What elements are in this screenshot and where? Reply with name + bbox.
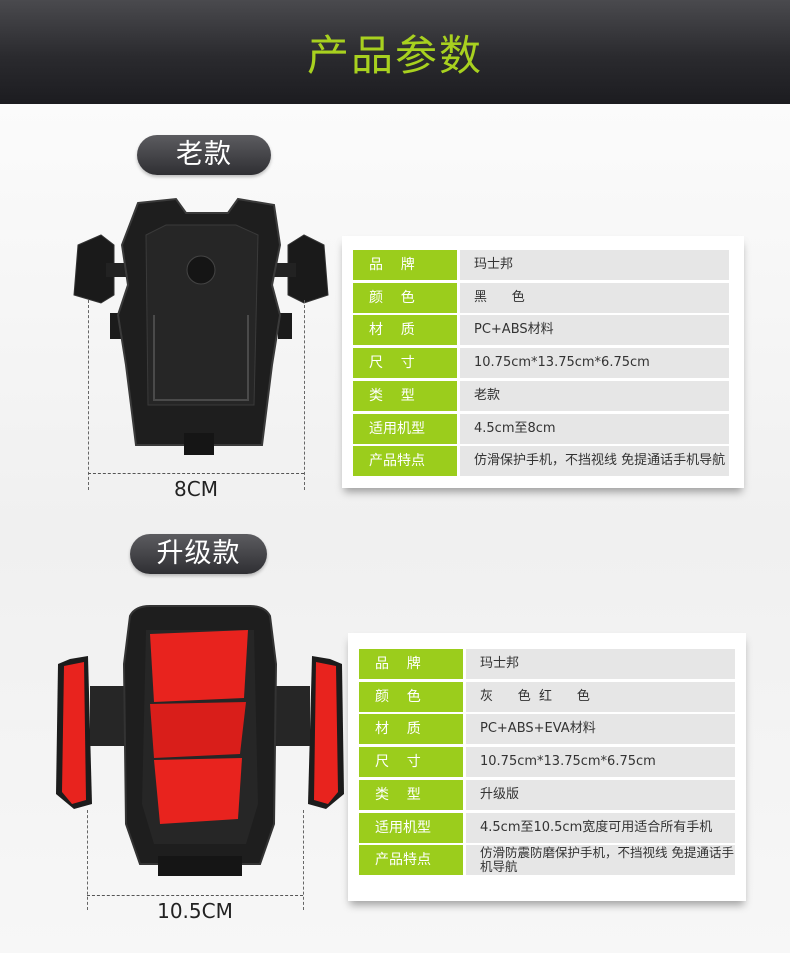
spec-row: 产品特点仿滑防震防磨保护手机，不挡视线 免提通话手机导航 — [359, 845, 735, 876]
spec-label: 材 质 — [353, 315, 457, 346]
new-width-label: 10.5CM — [157, 899, 233, 923]
spec-label: 尺 寸 — [353, 348, 457, 379]
spec-label: 颜 色 — [359, 681, 463, 712]
new-dim-guide-right — [303, 810, 304, 910]
spec-label: 品 牌 — [359, 649, 463, 679]
page-title: 产品参数 — [306, 31, 483, 80]
spec-row: 品 牌玛士邦 — [359, 649, 735, 679]
spec-row: 品 牌玛士邦 — [353, 250, 729, 280]
spec-label: 类 型 — [353, 380, 457, 411]
spec-value: 灰 色 红 色 — [466, 681, 735, 712]
spec-value: 玛士邦 — [460, 250, 729, 280]
new-model-badge: 升级款 — [130, 534, 267, 574]
old-holder-image — [73, 197, 329, 455]
spec-row: 颜 色黑 色 — [353, 282, 729, 313]
old-dim-line — [88, 473, 304, 474]
spec-label: 适用机型 — [359, 812, 463, 843]
spec-value: 玛士邦 — [466, 649, 735, 679]
spec-row: 类 型升级版 — [359, 779, 735, 810]
spec-value: 老款 — [460, 380, 729, 411]
spec-value: 黑 色 — [460, 282, 729, 313]
old-model-badge-label: 老款 — [176, 139, 232, 170]
spec-value: 4.5cm至10.5cm宽度可用适合所有手机 — [466, 812, 735, 843]
spec-row: 产品特点仿滑保护手机，不挡视线 免提通话手机导航 — [353, 446, 729, 477]
old-model-badge: 老款 — [137, 135, 271, 175]
spec-value: 仿滑防震防磨保护手机，不挡视线 免提通话手机导航 — [466, 845, 735, 876]
header-banner: 产品参数 — [0, 0, 790, 104]
spec-label: 产品特点 — [353, 446, 457, 477]
new-model-badge-label: 升级款 — [156, 538, 241, 569]
spec-label: 材 质 — [359, 714, 463, 745]
old-width-label: 8CM — [174, 477, 218, 501]
spec-value: 10.75cm*13.75cm*6.75cm — [460, 348, 729, 379]
old-dim-guide-right — [304, 300, 305, 490]
new-dim-line — [87, 895, 303, 896]
spec-label: 品 牌 — [353, 250, 457, 280]
spec-value: 4.5cm至8cm — [460, 413, 729, 444]
spec-label: 产品特点 — [359, 845, 463, 876]
spec-value: 升级版 — [466, 779, 735, 810]
spec-value: PC+ABS材料 — [460, 315, 729, 346]
spec-row: 类 型老款 — [353, 380, 729, 411]
spec-value: 仿滑保护手机，不挡视线 免提通话手机导航 — [460, 446, 729, 477]
spec-label: 适用机型 — [353, 413, 457, 444]
spec-row: 颜 色灰 色 红 色 — [359, 681, 735, 712]
spec-label: 颜 色 — [353, 282, 457, 313]
new-holder-image — [56, 605, 344, 876]
spec-label: 尺 寸 — [359, 747, 463, 778]
new-dim-guide-left — [87, 810, 88, 910]
spec-value: 10.75cm*13.75cm*6.75cm — [466, 747, 735, 778]
old-dim-guide-left — [88, 300, 89, 490]
spec-label: 类 型 — [359, 779, 463, 810]
spec-value: PC+ABS+EVA材料 — [466, 714, 735, 745]
